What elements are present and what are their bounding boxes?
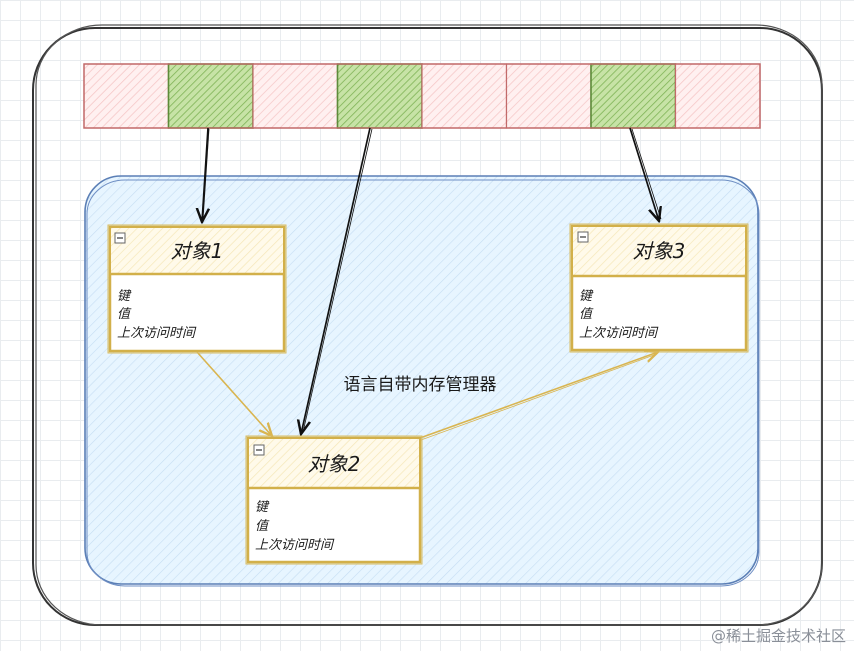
region-label: 语言自带内存管理器 <box>344 375 497 395</box>
collapse-icon[interactable] <box>114 232 126 244</box>
array-cell-used <box>336 63 423 129</box>
field-key: 键 <box>117 289 132 304</box>
array-cell-free <box>421 63 508 129</box>
array-cell-free <box>505 63 592 129</box>
field-last-access: 上次访问时间 <box>579 326 659 341</box>
field-key: 键 <box>255 500 270 515</box>
outer-frame <box>32 24 823 626</box>
collapse-icon[interactable] <box>577 231 589 243</box>
object-title: 对象2 <box>308 452 361 476</box>
gold-arrows <box>196 351 658 441</box>
field-value: 值 <box>255 519 270 534</box>
black-arrows <box>202 127 661 434</box>
collapse-icon[interactable] <box>253 444 265 456</box>
field-last-access: 上次访问时间 <box>255 538 335 553</box>
array-cell-free <box>83 63 170 129</box>
field-key: 键 <box>579 289 594 304</box>
array-cell-free <box>252 63 339 129</box>
arrow-cell-to-obj1 <box>202 127 208 222</box>
array-cell-free <box>674 63 761 129</box>
object-title: 对象3 <box>633 239 686 263</box>
arrow-cell-to-obj2 <box>301 127 371 434</box>
object-box-2: 对象2 键 值 上次访问时间 <box>245 435 423 565</box>
array-cell-used <box>167 63 254 129</box>
array-cell-used <box>590 63 677 129</box>
field-value: 值 <box>117 307 132 322</box>
object-title: 对象1 <box>171 239 224 263</box>
field-last-access: 上次访问时间 <box>117 326 197 341</box>
object-box-3: 对象3 键 值 上次访问时间 <box>569 223 749 353</box>
arrow-obj1-to-obj2 <box>196 351 272 436</box>
arrow-cell-to-obj3 <box>629 127 659 221</box>
arrow-obj2-to-obj3 <box>419 352 658 439</box>
watermark: @稀土掘金技术社区 <box>711 627 846 645</box>
object-box-1: 对象1 键 值 上次访问时间 <box>107 224 287 354</box>
memory-array <box>83 63 761 129</box>
field-value: 值 <box>579 307 594 322</box>
array-outline <box>83 63 761 129</box>
